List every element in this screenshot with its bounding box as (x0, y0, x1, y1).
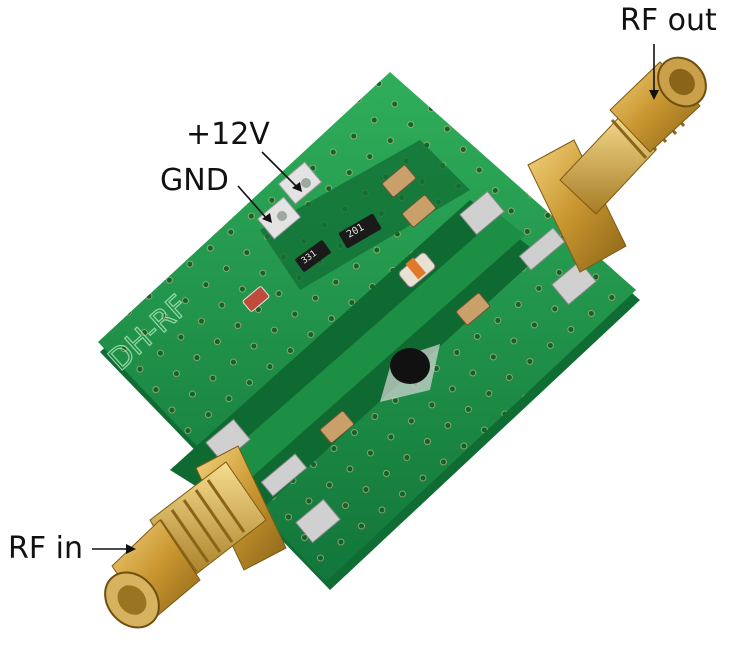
rf-in-label: RF in (8, 531, 83, 566)
plus-12v-label: +12V (186, 117, 270, 152)
sma-connector-out (527, 56, 707, 273)
sma-connector-in (104, 445, 287, 629)
annotation-arrows (92, 44, 659, 554)
smd-components: 201 331 (205, 164, 597, 544)
rf-out-label: RF out (620, 3, 717, 38)
gnd-label: GND (160, 163, 229, 198)
